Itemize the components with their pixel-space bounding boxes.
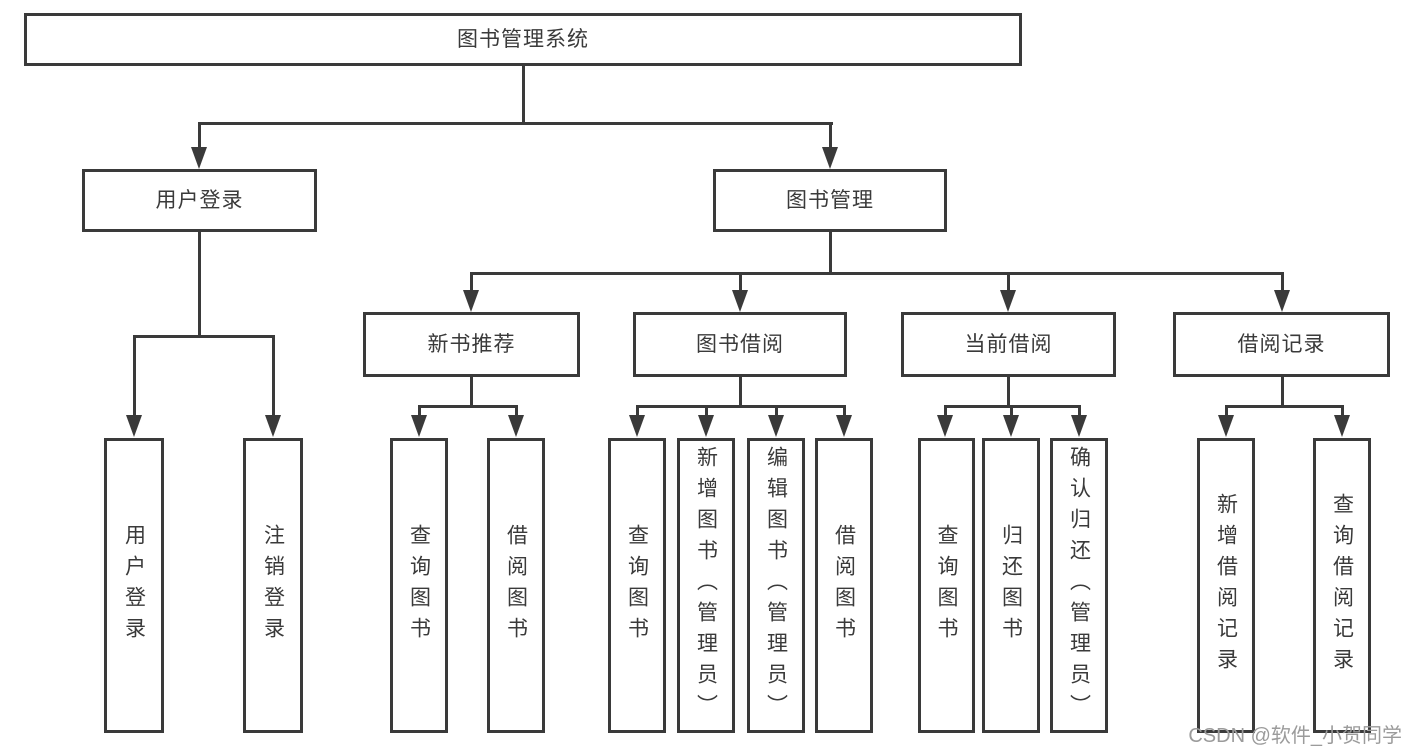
leaf-current-confirm-return-admin: 确认归还（管理员） <box>1050 438 1108 733</box>
leaf-user-logout: 注销登录 <box>243 438 303 733</box>
node-root-label: 图书管理系统 <box>457 28 589 51</box>
connector-line <box>515 405 518 417</box>
connector-line <box>133 335 136 418</box>
leaf-records-add-record: 新增借阅记录 <box>1197 438 1255 733</box>
arrow-down-icon <box>463 290 479 312</box>
leaf-label: 注销登录 <box>261 523 285 648</box>
arrow-down-icon <box>836 415 852 437</box>
node-borrow-records-label: 借阅记录 <box>1237 333 1326 356</box>
connector-line <box>1281 377 1284 407</box>
arrow-down-icon <box>1000 290 1016 312</box>
leaf-borrow-borrow-books: 借阅图书 <box>815 438 873 733</box>
node-book-borrow: 图书借阅 <box>633 312 847 377</box>
node-user-login-label: 用户登录 <box>155 189 244 212</box>
connector-line <box>843 405 846 417</box>
leaf-label: 借阅图书 <box>504 523 528 648</box>
connector-line <box>1341 405 1344 417</box>
arrow-down-icon <box>1071 415 1087 437</box>
leaf-recommend-borrow-books: 借阅图书 <box>487 438 545 733</box>
arrow-down-icon <box>1003 415 1019 437</box>
node-current-borrow-label: 当前借阅 <box>964 333 1053 356</box>
leaf-borrow-query-books: 查询图书 <box>608 438 666 733</box>
connector-line <box>1225 405 1344 408</box>
node-root: 图书管理系统 <box>24 13 1022 66</box>
arrow-down-icon <box>629 415 645 437</box>
node-borrow-records: 借阅记录 <box>1173 312 1390 377</box>
leaf-label: 归还图书 <box>999 523 1023 648</box>
connector-line <box>133 335 275 338</box>
connector-line <box>1010 405 1013 417</box>
leaf-borrow-add-books-admin: 新增图书（管理员） <box>677 438 735 733</box>
leaf-label: 查询图书 <box>625 523 649 648</box>
node-book-management-label: 图书管理 <box>786 189 874 212</box>
leaf-label: 查询图书 <box>407 523 431 648</box>
node-book-management: 图书管理 <box>713 169 947 232</box>
leaf-recommend-query-books: 查询图书 <box>390 438 448 733</box>
leaf-label: 查询图书 <box>935 523 958 648</box>
arrow-down-icon <box>768 415 784 437</box>
leaf-label: 新增图书（管理员） <box>694 446 718 725</box>
connector-line <box>470 272 473 293</box>
node-new-book-recommend: 新书推荐 <box>363 312 580 377</box>
connector-line <box>1281 272 1284 293</box>
connector-line <box>198 232 201 336</box>
arrow-down-icon <box>411 415 427 437</box>
connector-line <box>418 405 518 408</box>
node-book-borrow-label: 图书借阅 <box>696 333 784 356</box>
connector-line <box>1007 272 1010 293</box>
node-current-borrow: 当前借阅 <box>901 312 1116 377</box>
connector-line <box>739 272 742 293</box>
node-new-book-recommend-label: 新书推荐 <box>427 333 516 356</box>
leaf-records-query-record: 查询借阅记录 <box>1313 438 1371 733</box>
connector-line <box>944 405 947 417</box>
connector-line <box>829 122 832 151</box>
connector-line <box>198 122 833 125</box>
arrow-down-icon <box>265 415 281 437</box>
arrow-down-icon <box>937 415 953 437</box>
connector-line <box>636 405 846 408</box>
leaf-label: 确认归还（管理员） <box>1067 446 1091 725</box>
connector-line <box>1078 405 1081 417</box>
connector-line <box>418 405 421 417</box>
connector-line <box>775 405 778 417</box>
connector-line <box>470 272 1284 275</box>
arrow-down-icon <box>1218 415 1234 437</box>
leaf-label: 编辑图书（管理员） <box>764 446 788 725</box>
connector-line <box>705 405 708 417</box>
node-user-login: 用户登录 <box>82 169 317 232</box>
csdn-watermark: CSDN @软件_小贺同学 <box>1188 725 1402 747</box>
leaf-user-login: 用户登录 <box>104 438 164 733</box>
leaf-label: 用户登录 <box>122 523 146 648</box>
connector-line <box>198 122 201 151</box>
arrow-down-icon <box>1334 415 1350 437</box>
connector-line <box>739 377 742 407</box>
leaf-label: 新增借阅记录 <box>1214 492 1238 679</box>
arrow-down-icon <box>822 147 838 169</box>
leaf-borrow-edit-books-admin: 编辑图书（管理员） <box>747 438 805 733</box>
connector-line <box>1225 405 1228 417</box>
arrow-down-icon <box>732 290 748 312</box>
connector-line <box>829 232 832 274</box>
leaf-label: 查询借阅记录 <box>1330 492 1354 679</box>
leaf-label: 借阅图书 <box>832 523 856 648</box>
connector-line <box>470 377 473 407</box>
leaf-current-query-books: 查询图书 <box>918 438 975 733</box>
arrow-down-icon <box>126 415 142 437</box>
arrow-down-icon <box>191 147 207 169</box>
connector-line <box>636 405 639 417</box>
arrow-down-icon <box>1274 290 1290 312</box>
leaf-current-return-books: 归还图书 <box>982 438 1040 733</box>
connector-line <box>1007 377 1010 407</box>
connector-line <box>522 66 525 122</box>
arrow-down-icon <box>698 415 714 437</box>
arrow-down-icon <box>508 415 524 437</box>
connector-line <box>272 335 275 418</box>
